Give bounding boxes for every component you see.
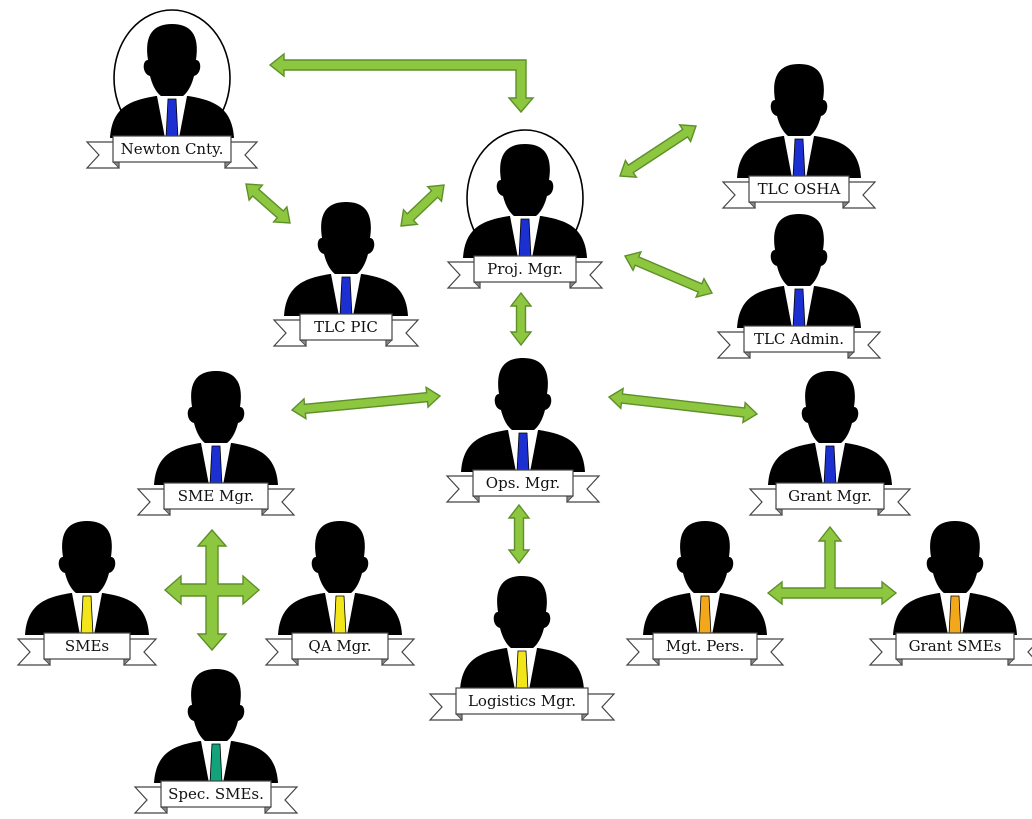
person-mgtpers: Mgt. Pers. xyxy=(625,521,785,666)
name-banner xyxy=(16,632,158,666)
name-banner xyxy=(136,482,296,516)
person-label: Grant SMEs xyxy=(909,637,1002,655)
tie-icon xyxy=(518,218,532,259)
name-banner xyxy=(272,313,420,347)
person-label: TLC Admin. xyxy=(754,330,844,348)
person-label: SME Mgr. xyxy=(178,487,255,505)
person-ops: Ops. Mgr. xyxy=(445,358,601,503)
person-silhouette-icon xyxy=(737,64,861,179)
arrow-proj-ops xyxy=(509,291,533,347)
person-label: TLC PIC xyxy=(314,318,378,336)
arrow-newton-tlcpic xyxy=(245,183,291,224)
person-tlcosha: TLC OSHA xyxy=(721,64,877,209)
person-qa: QA Mgr. xyxy=(264,521,416,666)
person-label: Logistics Mgr. xyxy=(468,692,576,710)
arrow-tlcpic-proj xyxy=(400,184,445,227)
person-sme: SME Mgr. xyxy=(136,371,296,516)
name-banner xyxy=(85,135,259,169)
arrow-ops-logistics xyxy=(507,503,531,565)
person-label: QA Mgr. xyxy=(308,637,371,655)
tie-icon xyxy=(339,276,353,317)
connector-arrows xyxy=(163,52,898,652)
name-banner xyxy=(748,482,912,516)
person-label: Proj. Mgr. xyxy=(487,260,563,278)
person-silhouette-icon xyxy=(110,24,234,139)
person-smes: SMEs xyxy=(16,521,158,666)
person-silhouette-icon xyxy=(284,202,408,317)
person-proj: Proj. Mgr. xyxy=(446,129,604,289)
person-silhouette-icon xyxy=(768,371,892,486)
arrow-proj-tlcosha xyxy=(619,123,697,179)
person-silhouette-icon xyxy=(737,214,861,329)
arrow-sme-cross xyxy=(163,528,261,652)
person-label: SMEs xyxy=(65,637,109,655)
name-banner xyxy=(716,325,882,359)
person-silhouette-icon xyxy=(463,144,587,259)
person-newton: Newton Cnty. xyxy=(85,9,259,169)
name-banner xyxy=(428,687,616,721)
person-grantsmes: Grant SMEs xyxy=(868,521,1032,666)
person-tlcpic: TLC PIC xyxy=(272,202,420,347)
person-silhouette-icon xyxy=(154,669,278,784)
arrow-grant-tee xyxy=(766,525,898,606)
tie-icon xyxy=(80,595,94,636)
tie-icon xyxy=(333,595,347,636)
person-silhouette-icon xyxy=(278,521,402,636)
person-silhouette-icon xyxy=(643,521,767,636)
name-banner xyxy=(264,632,416,666)
tie-icon xyxy=(823,445,837,486)
person-label: TLC OSHA xyxy=(758,180,841,198)
tie-icon xyxy=(515,650,529,691)
tie-icon xyxy=(516,432,530,473)
person-silhouette-icon xyxy=(893,521,1017,636)
person-label: Ops. Mgr. xyxy=(486,474,560,492)
arrow-newton-proj xyxy=(268,52,535,114)
person-silhouette-icon xyxy=(25,521,149,636)
arrow-ops-grant xyxy=(607,387,759,424)
name-banner xyxy=(625,632,785,666)
name-banner xyxy=(868,632,1032,666)
person-specsmes: Spec. SMEs. xyxy=(133,669,299,814)
person-label: Spec. SMEs. xyxy=(168,785,264,803)
name-banner xyxy=(133,780,299,814)
tie-icon xyxy=(792,138,806,179)
tie-icon xyxy=(792,288,806,329)
tie-icon xyxy=(209,445,223,486)
person-label: Newton Cnty. xyxy=(121,140,224,158)
arrow-proj-tlcadmin xyxy=(623,250,714,299)
name-banner xyxy=(445,469,601,503)
tie-icon xyxy=(209,743,223,784)
person-silhouette-icon xyxy=(460,576,584,691)
tie-icon xyxy=(948,595,962,636)
arrow-ops-sme xyxy=(290,385,442,421)
name-banner xyxy=(721,175,877,209)
tie-icon xyxy=(165,98,179,139)
person-grant: Grant Mgr. xyxy=(748,371,912,516)
person-silhouette-icon xyxy=(461,358,585,473)
person-silhouette-icon xyxy=(154,371,278,486)
person-label: Mgt. Pers. xyxy=(666,637,744,655)
tie-icon xyxy=(698,595,712,636)
person-logistics: Logistics Mgr. xyxy=(428,576,616,721)
name-banner xyxy=(446,255,604,289)
person-label: Grant Mgr. xyxy=(788,487,872,505)
person-tlcadmin: TLC Admin. xyxy=(716,214,882,359)
